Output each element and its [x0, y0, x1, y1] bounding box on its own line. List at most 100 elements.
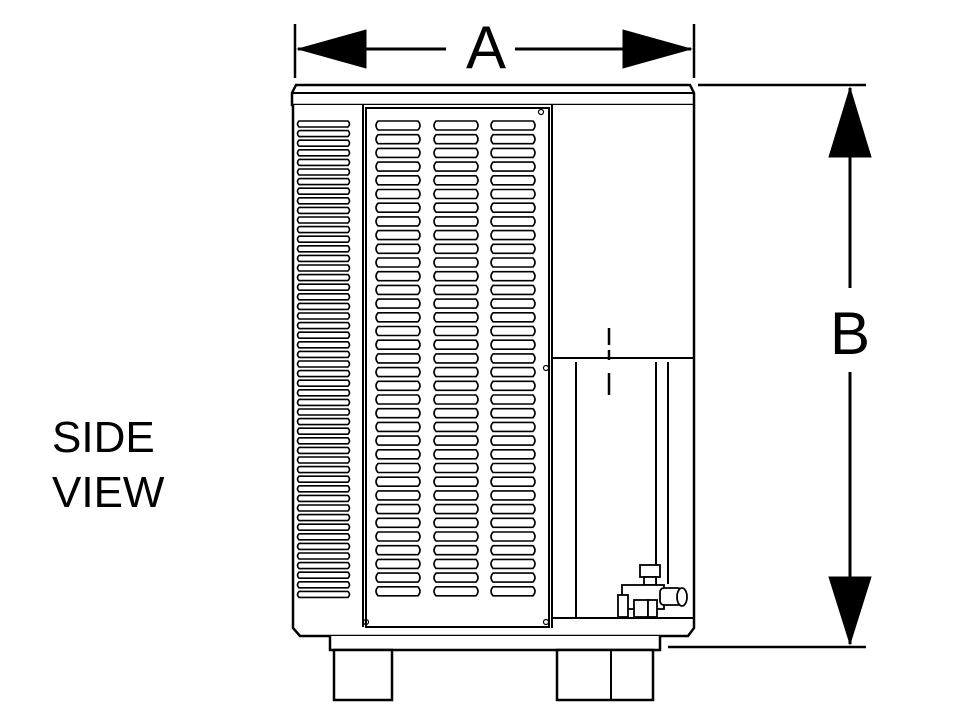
louver-slat: [433, 476, 479, 487]
louver-slat: [490, 175, 536, 186]
louver-slat: [490, 407, 536, 419]
louver-slat: [490, 312, 536, 323]
louver-slat: [433, 339, 479, 350]
louver-slat: [433, 202, 479, 213]
louver-slat: [296, 341, 351, 349]
louver-slat: [433, 270, 479, 282]
valve-stem: [643, 576, 657, 586]
louver-slat: [490, 421, 536, 433]
louver-slat: [490, 339, 536, 350]
louver-slat: [490, 394, 536, 405]
louver-slat: [433, 133, 479, 145]
louver-slat: [433, 243, 479, 255]
foot-left: [332, 648, 394, 702]
louver-slat: [375, 517, 421, 529]
louver-slat: [433, 175, 479, 186]
louver-slat: [296, 504, 351, 512]
louver-slat: [490, 243, 536, 255]
louver-slat: [490, 147, 536, 159]
louver-slat: [490, 257, 536, 268]
louver-slat: [375, 188, 421, 200]
louver-slat: [296, 523, 351, 531]
louver-slat: [433, 257, 479, 268]
louver-slat: [296, 177, 351, 186]
louver-slat: [375, 572, 421, 583]
top-cap: [290, 83, 696, 107]
louver-slat: [296, 581, 351, 589]
louver-slat: [296, 571, 351, 579]
louver-slat: [433, 380, 479, 392]
louver-slat: [490, 503, 536, 515]
valve-cap: [639, 564, 661, 578]
louver-slat: [296, 417, 351, 426]
louver-slat: [296, 360, 351, 368]
louver-slat: [375, 216, 421, 227]
louver-slat: [375, 353, 421, 364]
louver-slat: [296, 139, 351, 147]
louver-slat: [490, 544, 536, 556]
louver-slat: [296, 216, 351, 224]
valve-fitting-right: [647, 599, 658, 618]
louver-slat: [375, 407, 421, 419]
louver-slat: [375, 133, 421, 145]
louver-slat: [296, 149, 351, 157]
dimension-a-arrow-right: [622, 29, 693, 69]
louver-slat: [433, 229, 479, 241]
louver-slat: [433, 558, 479, 570]
louver-slat: [490, 435, 536, 446]
louver-slat: [433, 188, 479, 200]
louver-column-1: [375, 120, 421, 597]
louver-slat: [490, 366, 536, 378]
louver-slat: [296, 446, 351, 455]
louver-slat: [296, 552, 351, 560]
louver-slat: [375, 544, 421, 556]
louver-slat: [490, 133, 536, 145]
louver-slat: [375, 270, 421, 282]
louver-slat: [375, 298, 421, 309]
louver-slat: [296, 494, 351, 503]
louver-slat: [296, 389, 351, 397]
dimension-b-label: B: [830, 300, 870, 367]
louver-slat: [490, 462, 536, 474]
louver-slat: [375, 175, 421, 186]
louver-slat: [296, 283, 351, 291]
louver-slat: [433, 435, 479, 446]
louver-slat: [375, 229, 421, 241]
louver-slat: [296, 427, 351, 435]
louver-slat: [375, 476, 421, 487]
louver-slat: [375, 325, 421, 337]
louver-slat: [375, 120, 421, 131]
view-label-line1: SIDE: [52, 413, 155, 462]
louver-slat: [296, 197, 351, 205]
louver-slat: [375, 394, 421, 405]
louver-slat: [296, 129, 351, 138]
louver-slat: [433, 147, 479, 159]
louver-slat: [433, 572, 479, 583]
louver-slat: [375, 202, 421, 213]
louver-slat: [433, 161, 479, 172]
louver-slat: [296, 485, 351, 493]
louver-slat: [433, 298, 479, 309]
service-valve: [617, 564, 688, 618]
louver-slat: [433, 216, 479, 227]
louver-slat: [375, 339, 421, 350]
louver-slat: [375, 586, 421, 597]
valve-fitting-mid: [633, 599, 649, 618]
louver-slat: [433, 312, 479, 323]
louver-slat: [490, 476, 536, 487]
louver-slat: [490, 202, 536, 213]
foot-right: [555, 648, 655, 702]
louver-slat: [375, 421, 421, 433]
louver-slat: [490, 490, 536, 501]
view-label-line2: VIEW: [52, 468, 165, 517]
louver-slat: [375, 243, 421, 255]
louver-slat: [296, 533, 351, 541]
louver-slat: [296, 542, 351, 551]
louver-slat: [375, 490, 421, 501]
panel-screw-bottom-left: [362, 618, 370, 626]
louver-slat: [375, 380, 421, 392]
louver-slat: [375, 531, 421, 542]
panel-screw-bottom-right: [542, 618, 550, 626]
louver-slat: [296, 293, 351, 301]
dimension-b: [668, 83, 872, 649]
